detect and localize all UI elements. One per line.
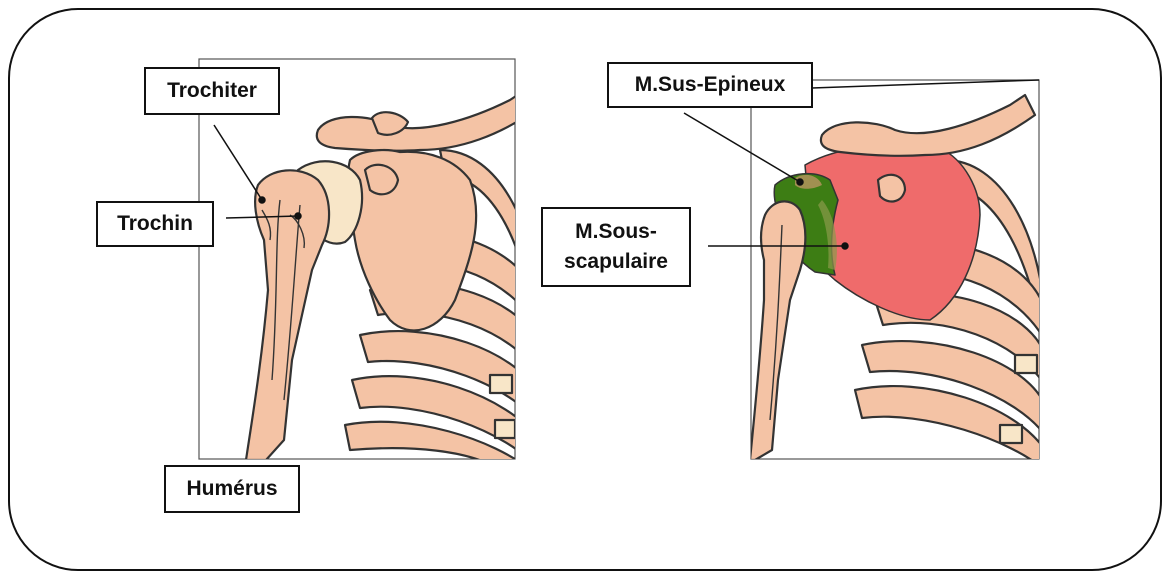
label-sous-scapulaire: M.Sous- scapulaire [541, 207, 691, 287]
humerus-left [245, 169, 331, 459]
label-trochiter: Trochiter [144, 67, 280, 115]
label-humerus: Humérus [164, 465, 300, 513]
label-sus-epineux: M.Sus-Epineux [607, 62, 813, 108]
right-shoulder-panel [683, 79, 1040, 460]
humerus-right [751, 200, 807, 459]
clavicle-right [819, 93, 1037, 157]
left-shoulder-panel [198, 58, 516, 460]
label-trochin: Trochin [96, 201, 214, 247]
